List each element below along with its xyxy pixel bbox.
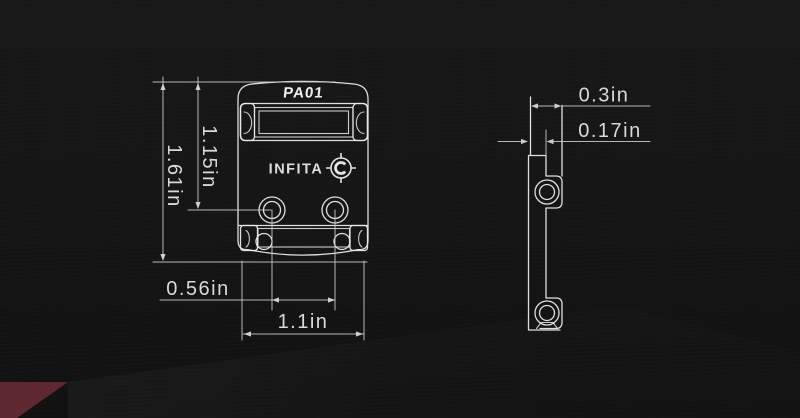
crosshair-target-icon bbox=[326, 153, 356, 183]
plate-profile-bosses bbox=[539, 154, 563, 330]
dim-base-width-label: 1.1in bbox=[278, 311, 329, 333]
side-boss-lower bbox=[534, 300, 560, 326]
side-profile bbox=[527, 96, 563, 331]
dim-hole-spacing-label: 0.56in bbox=[166, 278, 230, 300]
dim-overall-length-label: 1.61in bbox=[163, 144, 185, 208]
right-knob-arc bbox=[355, 111, 365, 135]
lens-housing bbox=[239, 102, 369, 142]
plate-right-arc bbox=[358, 229, 363, 248]
top-view-drawing: PA01 INFITA bbox=[152, 76, 369, 341]
plate-left-arc bbox=[245, 229, 250, 248]
lens-window-inner bbox=[258, 110, 350, 135]
housing-right-block bbox=[352, 102, 369, 142]
side-view-drawing: 0.3in 0.17in bbox=[497, 85, 651, 331]
brand-label: INFITA bbox=[269, 162, 324, 178]
sight-body-outline bbox=[237, 80, 369, 256]
mounting-plate bbox=[238, 224, 369, 252]
dim-plate-thickness-label: 0.17in bbox=[578, 120, 642, 142]
left-knob-arc bbox=[243, 111, 253, 135]
dim-body-thickness-label: 0.3in bbox=[579, 85, 630, 107]
side-view-dimension-lines bbox=[497, 103, 651, 158]
top-view-dimension-lines bbox=[152, 76, 368, 341]
model-label: PA01 bbox=[282, 85, 324, 102]
lens-window-outer bbox=[253, 106, 354, 138]
dim-top-to-hole-label: 1.15in bbox=[198, 125, 220, 189]
plate-pin-right bbox=[333, 232, 351, 251]
plate-profile-outline bbox=[527, 154, 561, 331]
side-boss-upper bbox=[534, 179, 560, 205]
brand-logo: INFITA bbox=[269, 153, 356, 183]
housing-left-block bbox=[239, 102, 256, 142]
lower-foot-chamfer bbox=[535, 321, 559, 330]
